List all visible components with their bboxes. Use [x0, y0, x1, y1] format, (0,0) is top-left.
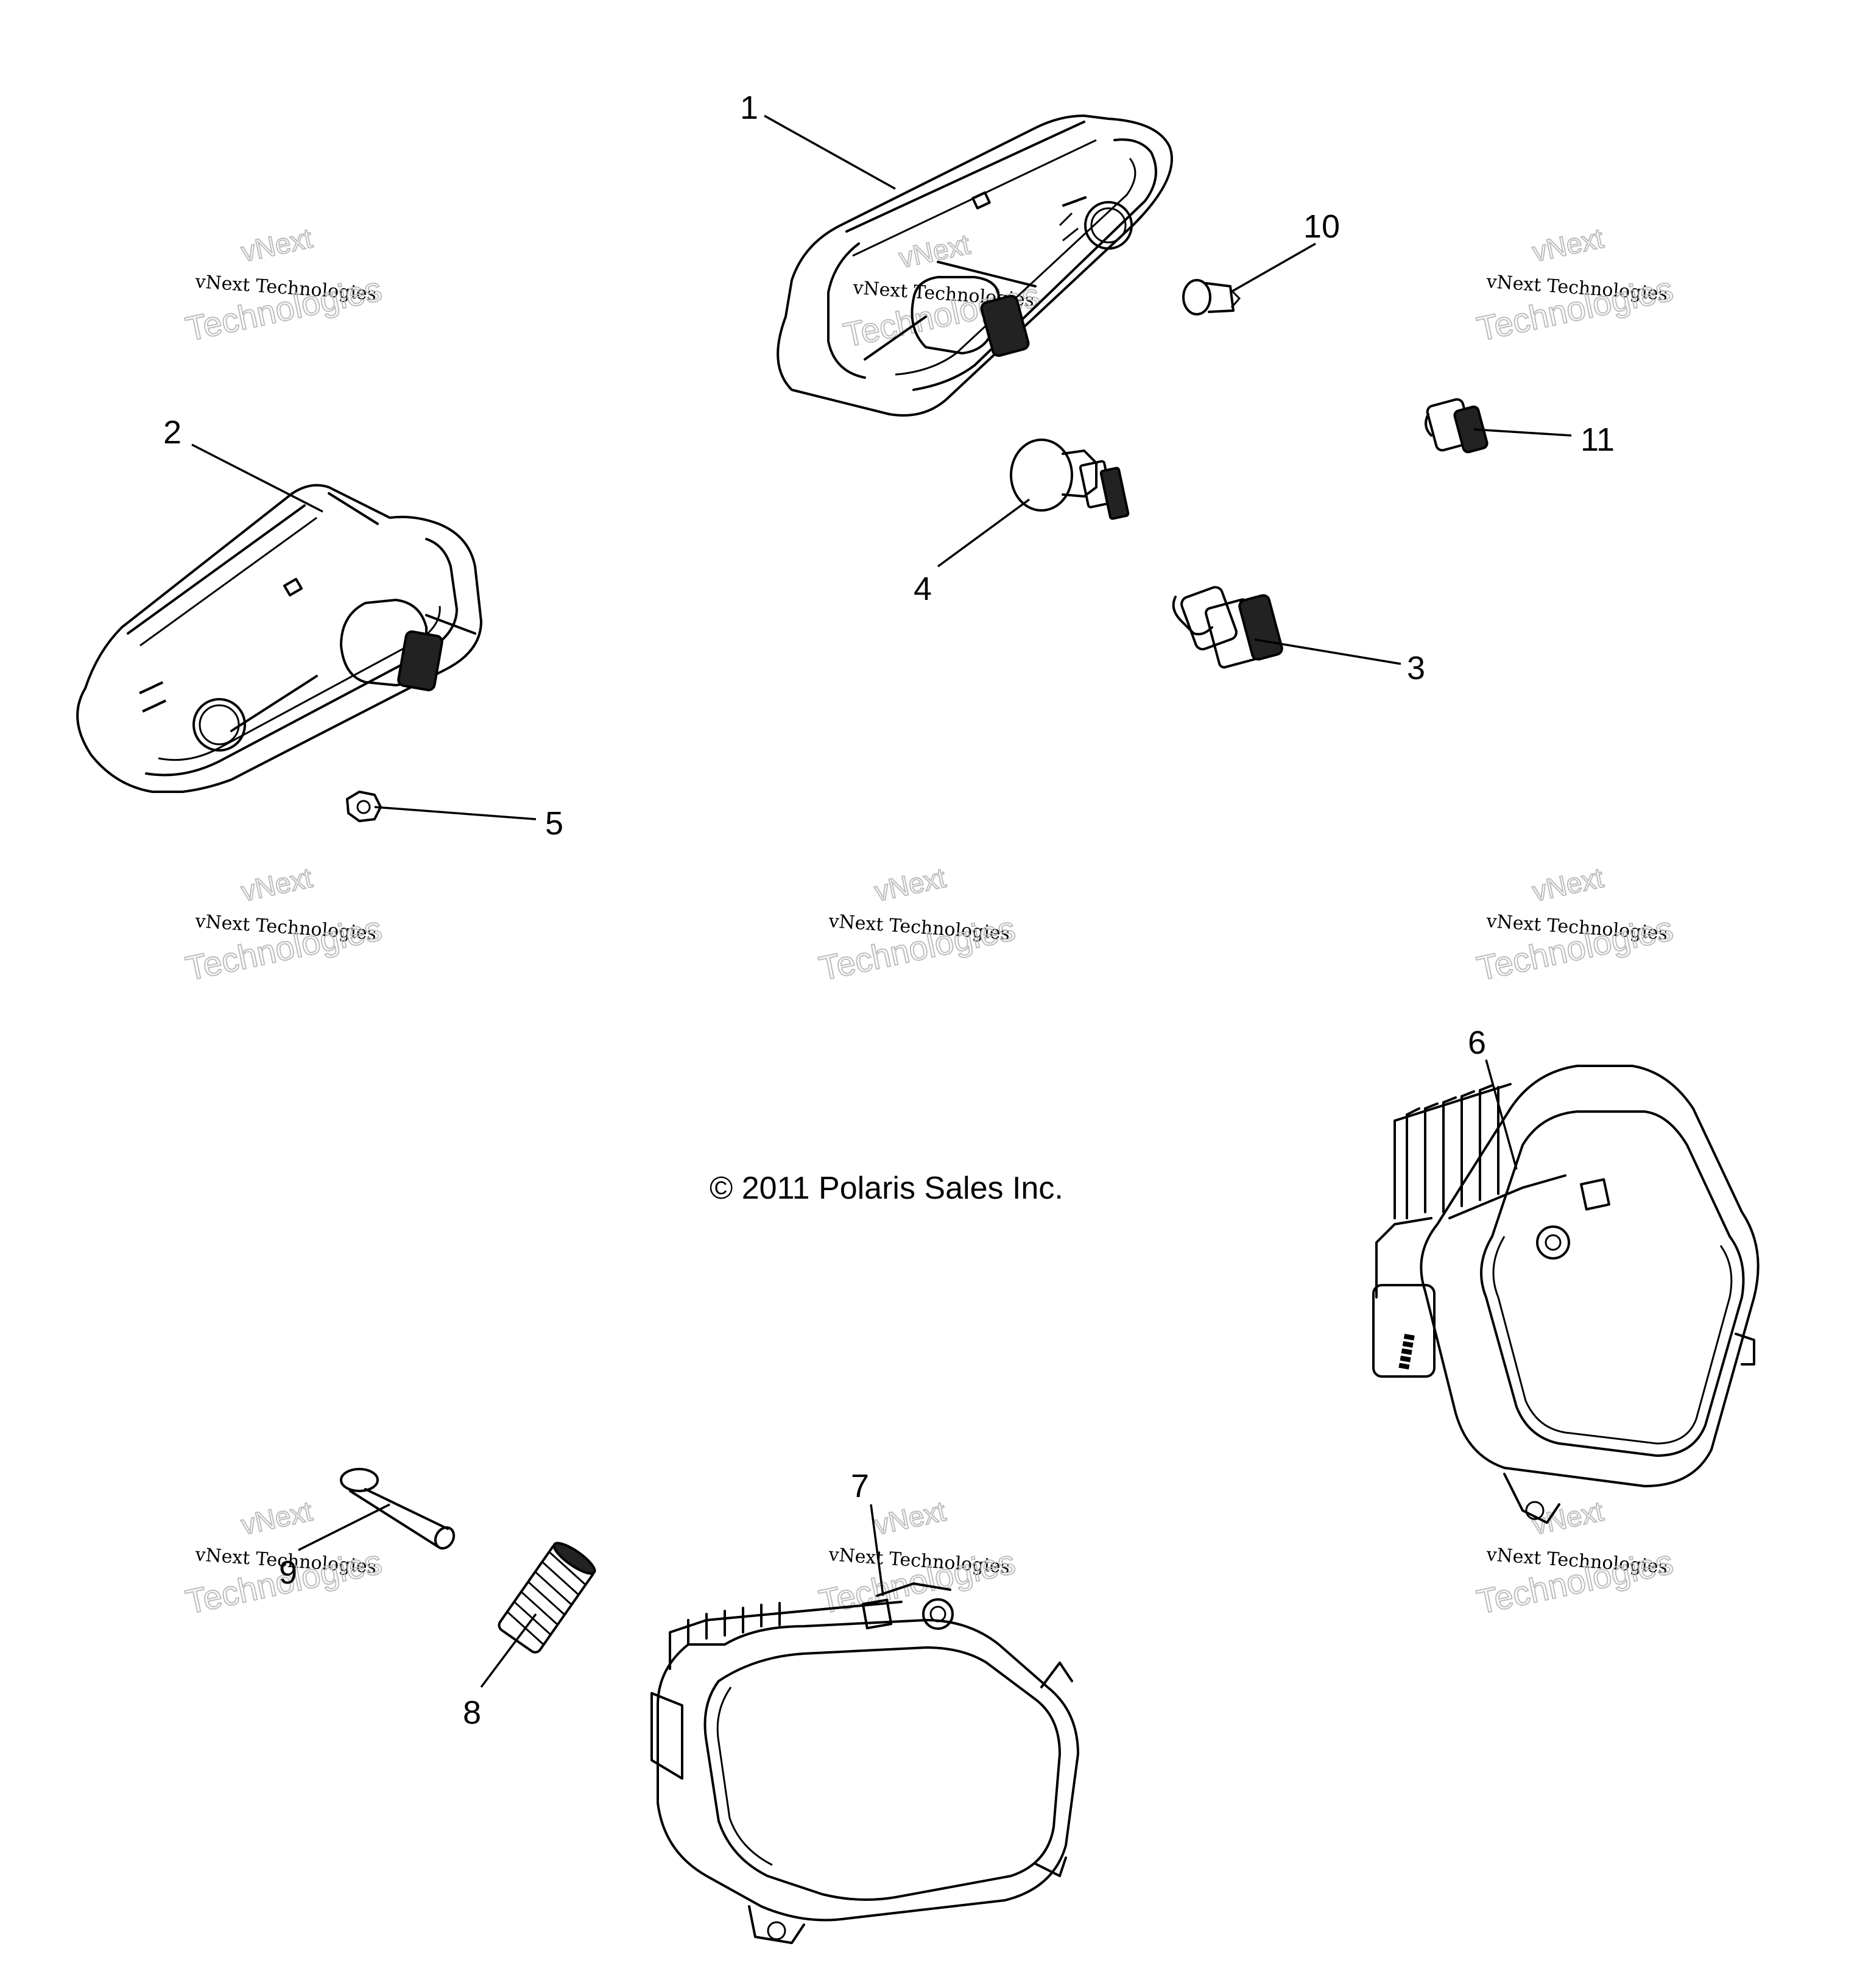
watermark-mid-left: vNext vNext Technologies Technologies: [181, 861, 386, 988]
watermark-mid-center: vNext vNext Technologies Technologies: [815, 861, 1019, 988]
watermark-mid-right: vNext vNext Technologies Technologies: [1473, 861, 1677, 988]
copyright-notice: © 2011 Polaris Sales Inc.: [710, 1171, 1063, 1206]
callout-10: 10: [1303, 208, 1340, 245]
leader-4: [937, 498, 1031, 568]
svg-text:▬▬▬: ▬▬▬: [140, 694, 167, 714]
leader-5: [374, 806, 537, 820]
callout-9: 9: [279, 1554, 297, 1591]
part-8-spring: [498, 1542, 596, 1654]
callout-7: 7: [851, 1468, 869, 1504]
leader-6: [1485, 1059, 1518, 1170]
leader-3: [1254, 638, 1401, 665]
leader-lines: [191, 115, 1572, 1688]
watermark-top-right: vNext vNext Technologies Technologies: [1473, 221, 1677, 348]
leader-1: [764, 115, 896, 190]
svg-text:▮▮▮▮▮: ▮▮▮▮▮: [1395, 1332, 1416, 1371]
watermark-top-left: vNext vNext Technologies Technologies: [181, 221, 386, 348]
leader-9: [298, 1503, 390, 1551]
callout-2: 2: [163, 414, 181, 451]
callout-5: 5: [545, 805, 563, 842]
callout-3: 3: [1407, 650, 1425, 686]
callout-labels: 1 2 3 4 5 6 7 8 9 10 11: [163, 90, 1615, 1731]
watermark-brand: vNext: [238, 222, 315, 267]
part-4-bulb: [1010, 439, 1130, 520]
callout-1: 1: [740, 90, 758, 126]
watermark-brand: vNext: [872, 861, 948, 907]
watermark-brand: vNext: [1529, 1495, 1606, 1540]
watermark-bottom-center: vNext vNext Technologies Technologies: [815, 1494, 1019, 1621]
leader-2: [191, 443, 323, 513]
svg-text:▬▬▬: ▬▬▬: [137, 676, 164, 696]
watermark-brand: vNext: [238, 861, 315, 907]
part-7-headlight: [650, 1582, 1079, 1944]
callout-11: 11: [1580, 421, 1615, 458]
part-6-headlight: ▮▮▮▮▮: [1372, 1065, 1760, 1524]
part-3-socket: [1172, 586, 1283, 669]
part-5-nut: [346, 791, 382, 822]
leader-11: [1473, 428, 1572, 437]
watermark-brand: vNext: [238, 1495, 315, 1540]
leader-8: [480, 1613, 537, 1688]
part-9-pin: [340, 1468, 456, 1550]
watermark-brand: vNext: [872, 1495, 948, 1540]
leader-7: [870, 1504, 884, 1596]
svg-text:▬▬▬: ▬▬▬: [1060, 191, 1088, 208]
leader-10: [1230, 242, 1316, 294]
part-10-small-bulb: [1182, 279, 1241, 315]
watermark-bottom-right: vNext vNext Technologies Technologies: [1473, 1494, 1677, 1621]
callout-6: 6: [1468, 1024, 1486, 1061]
part-2-tail-light-housing: ▬▬▬ ▬▬▬: [76, 484, 482, 793]
watermarks: vNext vNext Technologies Technologies vN…: [181, 221, 1677, 1621]
callout-4: 4: [914, 571, 932, 607]
part-11-small-socket: [1425, 398, 1489, 454]
watermark-brand: vNext: [1529, 222, 1606, 267]
part-1-tail-light-housing: ▬▬▬: [777, 115, 1173, 417]
watermark-brand: vNext: [1529, 861, 1606, 907]
callout-8: 8: [463, 1694, 481, 1731]
